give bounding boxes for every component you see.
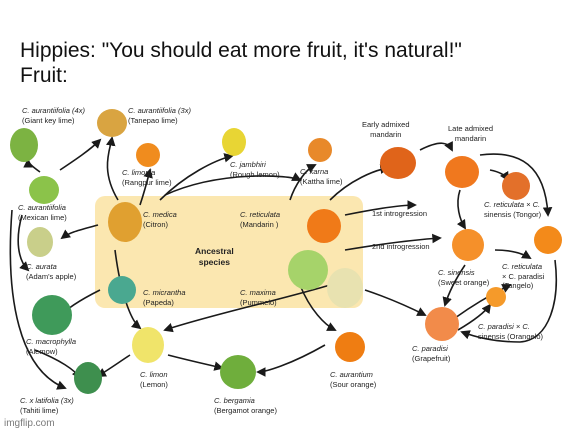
tahiti-lime-icon — [74, 362, 102, 394]
arrow-sinensis-to-grapefruit — [442, 264, 466, 307]
label-adams-apple: C. aurata(Adam's apple) — [26, 262, 77, 281]
label-rangpur-lime: C. limonia(Rangpur lime) — [122, 168, 172, 187]
label-mexican-lime: C. aurantiifolia(Mexican lime) — [18, 203, 67, 222]
arrow-sour-to-bergamot — [256, 344, 326, 377]
label-tanepao-lime: C. aurantiifolia (3x)(Tanepao lime) — [128, 106, 191, 125]
label-kattha-lime: C. karna(Kattha lime) — [300, 167, 343, 186]
early-mandarin-icon — [380, 147, 416, 179]
label-alemow: C. macrophylla(Alemow) — [26, 337, 77, 356]
label-rough-lemon: C. jambhiri(Rough lemon) — [230, 160, 280, 179]
giant-key-lime-icon — [10, 128, 38, 162]
mexican-lime-icon — [29, 176, 59, 204]
arrow-sinensis-to-tangelo — [494, 249, 532, 259]
tongor-icon — [502, 172, 530, 200]
label-mandarin: C. reticulata(Mandarin ) — [240, 210, 281, 229]
arrow-mexican-down — [17, 214, 30, 272]
tangelo-icon — [534, 226, 562, 254]
label-bergamot: C. bergamia(Bergamot orange) — [214, 396, 277, 415]
early-mandarin-header: Early admixed mandarin — [362, 120, 410, 139]
label-grapefruit: C. paradisi(Grapefruit) — [412, 344, 451, 363]
label-pummelo: C. maxima(Pummelo) — [240, 288, 277, 307]
label-lemon: C. limon(Lemon) — [140, 370, 168, 389]
arrow-grapefruit-to-orangelo — [457, 303, 492, 331]
caption-line-2: Fruit: — [20, 64, 68, 87]
late-mandarin-header: Late admixed mandarin — [448, 124, 494, 143]
arrow-citron-to-rough — [159, 153, 234, 201]
tanepao-lime-icon — [97, 109, 127, 137]
rough-lemon-icon — [222, 128, 246, 156]
kattha-lime-icon — [308, 138, 332, 162]
arrow-mexican-to-giant — [23, 158, 41, 173]
sweet-orange-icon — [452, 229, 484, 261]
arrow-mexican-to-tanepao — [59, 138, 102, 171]
arrow-lemon-to-bergamot — [167, 354, 224, 371]
arrow-citron-to-tanepao — [105, 136, 119, 201]
arrow-pummelo-to-sour — [299, 284, 337, 331]
label-tahiti-lime: C. x latifolia (3x)(Tahiti lime) — [20, 396, 74, 415]
ancestral-species-label: Ancestral species — [195, 246, 234, 267]
papeda-icon — [108, 276, 136, 304]
arrow-citron-to-rangpur — [139, 168, 153, 206]
label-giant-key-lime: C. aurantiifolia (4x)(Giant key lime) — [22, 106, 85, 125]
arrow-early-to-late — [419, 140, 453, 152]
arrow-citron-to-karna — [164, 172, 302, 196]
arrow-citron-to-aurata — [60, 224, 99, 240]
arrow-sour-to-lemon — [163, 284, 331, 333]
fruit-illustrations — [10, 109, 562, 394]
arrow-mexican-long — [9, 209, 67, 390]
arrow-intro1 — [344, 200, 417, 216]
label-tongor: C. reticulata × C.sinensis (Tongor) — [484, 200, 542, 219]
citron-icon — [108, 202, 142, 242]
label-sour-orange: C. aurantium(Sour orange) — [330, 370, 377, 389]
label-papeda: C. micrantha(Papeda) — [143, 288, 186, 307]
rangpur-lime-icon — [136, 143, 160, 167]
label-citron: C. medica(Citron) — [143, 210, 177, 229]
arrow-late-to-right — [479, 153, 553, 217]
pear-fruit-icon — [327, 268, 363, 308]
imgflip-watermark: imgflip.com — [4, 418, 55, 429]
pummelo-icon — [288, 250, 328, 290]
meme-caption: Hippies: "You should eat more fruit, it'… — [20, 38, 462, 88]
mandarin-icon — [307, 209, 341, 243]
lemon-icon — [132, 327, 164, 363]
adams-apple-icon — [27, 227, 53, 257]
caption-line-1: Hippies: "You should eat more fruit, it'… — [20, 39, 462, 62]
sour-orange-icon — [335, 332, 365, 362]
second-introgression-label: 2nd introgression — [372, 242, 430, 251]
alemow-icon — [32, 295, 72, 335]
bergamot-icon — [220, 355, 256, 389]
arrow-pummelo-to-grapefruit — [364, 289, 427, 316]
label-orangelo: C. paradisi × C.sinensis (Orangelo) — [478, 322, 544, 341]
orangelo-icon — [486, 287, 506, 307]
arrow-lemon-to-tahiti — [96, 354, 131, 377]
arrow-right-loop — [460, 259, 558, 343]
first-introgression-label: 1st introgression — [372, 209, 428, 218]
label-sweet-orange: C. sinensis(Sweet orange) — [438, 268, 490, 287]
arrow-intro2 — [344, 233, 442, 251]
arrow-late-to-sinensis — [456, 189, 467, 230]
grapefruit-icon — [425, 307, 459, 341]
late-mandarin-icon — [445, 156, 479, 188]
label-tangelo: C. reticulata× C. paradisi(Tangelo) — [502, 262, 545, 290]
